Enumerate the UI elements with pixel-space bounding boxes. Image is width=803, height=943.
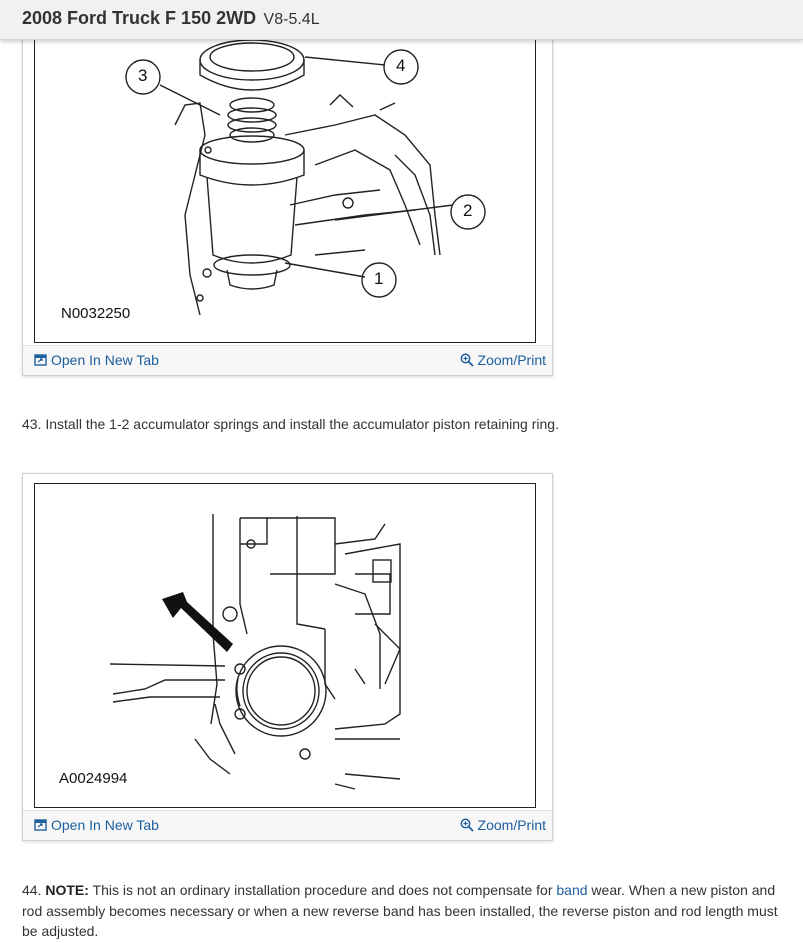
callout-1: 1 [374,269,384,288]
zoom-print-label: Zoom/Print [477,817,546,833]
vehicle-engine: V8-5.4L [263,11,320,28]
band-link[interactable]: band [556,882,588,898]
note-label: NOTE: [45,882,89,898]
figure-code: N0032250 [61,305,131,322]
step-number: 44. [22,882,42,898]
zoom-print-link[interactable]: Zoom/Print [460,817,546,833]
accumulator-exploded-diagram [125,39,486,316]
open-in-new-tab-label: Open In New Tab [51,352,159,368]
figure-footer-2: Open In New Tab Zoom/Print [23,810,552,840]
callout-3: 3 [138,66,148,85]
figure-image-1[interactable]: 3 4 2 1 N0032250 [34,15,536,343]
callout-2: 2 [463,201,473,220]
page-header: 2008 Ford Truck F 150 2WD V8-5.4L [0,0,803,40]
magnifier-icon [460,353,474,367]
figure-footer-1: Open In New Tab Zoom/Print [23,345,552,375]
figure-code: A0024994 [59,770,128,787]
open-in-new-tab-label: Open In New Tab [51,817,159,833]
figure-image-2[interactable]: A0024994 [34,483,536,808]
magnifier-icon [460,818,474,832]
zoom-print-link[interactable]: Zoom/Print [460,352,546,368]
open-in-new-tab-icon [34,819,47,831]
figure-card-2: A0024994 Open In New Tab Zoom/Print [22,473,553,841]
figure-card-1: 3 4 2 1 N0032250 Open In New Tab Zoom/Pr… [22,14,553,376]
indicator-arrow [162,592,233,652]
open-in-new-tab-link[interactable]: Open In New Tab [34,817,159,833]
step-text-after: wear. When a new piston and rod assembly… [22,882,778,939]
open-in-new-tab-link[interactable]: Open In New Tab [34,352,159,368]
open-in-new-tab-icon [34,354,47,366]
step-43-text: 43. Install the 1-2 accumulator springs … [22,416,559,432]
retaining-ring-diagram [109,514,401,790]
step-44-text: 44. NOTE: This is not an ordinary instal… [22,880,792,942]
vehicle-title: 2008 Ford Truck F 150 2WD [22,8,257,28]
callout-4: 4 [396,56,406,75]
zoom-print-label: Zoom/Print [477,352,546,368]
step-text-before: This is not an ordinary installation pro… [88,882,557,898]
